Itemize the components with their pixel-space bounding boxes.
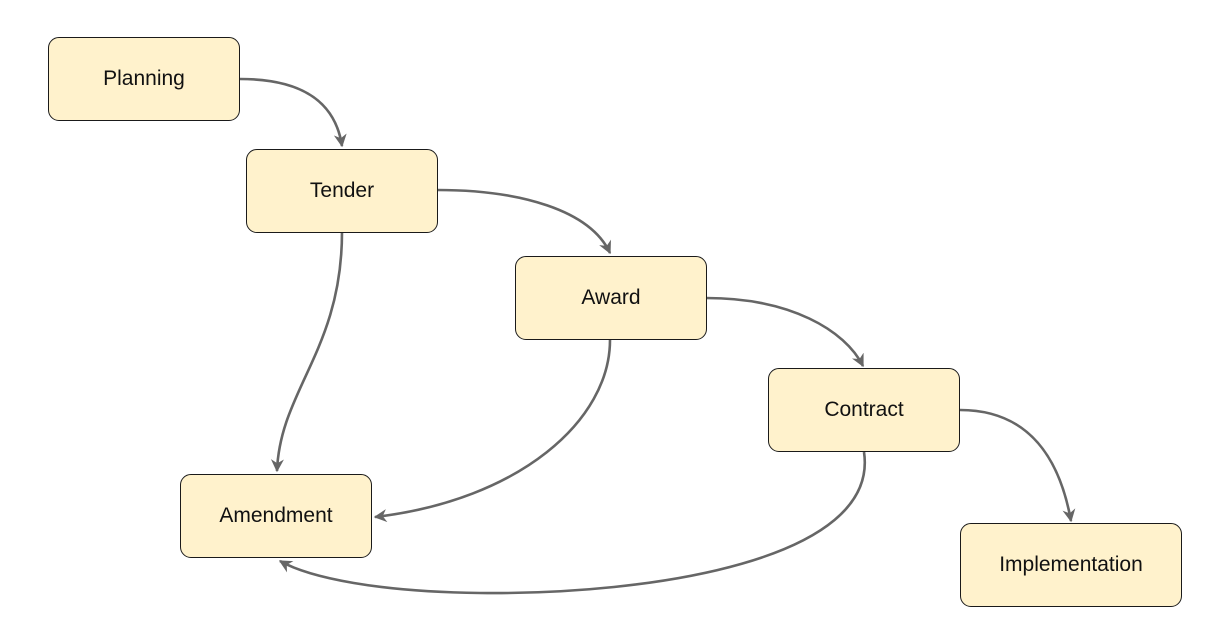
edge-planning-tender <box>239 77 347 148</box>
edge-tender-award <box>436 188 612 255</box>
edge-contract-amendment <box>278 451 867 595</box>
node-label: Implementation <box>999 553 1143 576</box>
node-label: Tender <box>309 179 375 202</box>
edge-tender-amendment <box>270 231 344 473</box>
node-planning[interactable]: Planning <box>48 37 240 121</box>
edge-contract-implementation <box>959 408 1076 523</box>
node-label: Amendment <box>219 504 333 527</box>
node-implementation[interactable]: Implementation <box>960 523 1182 607</box>
node-label: Award <box>581 286 641 309</box>
node-amendment[interactable]: Amendment <box>180 474 372 558</box>
edge-award-contract <box>705 296 865 368</box>
node-label: Planning <box>103 67 185 90</box>
node-tender[interactable]: Tender <box>246 149 438 233</box>
node-label: Contract <box>824 398 904 421</box>
node-award[interactable]: Award <box>515 256 707 340</box>
node-contract[interactable]: Contract <box>768 368 960 452</box>
edge-award-amendment <box>373 339 612 523</box>
